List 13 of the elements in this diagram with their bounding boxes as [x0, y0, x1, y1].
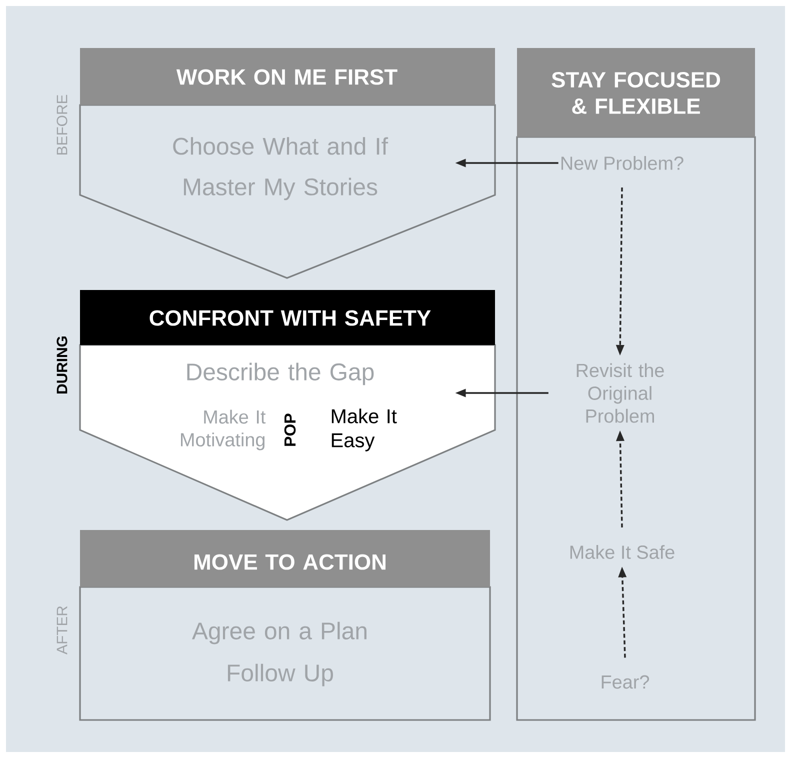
node-label: MOVE TO ACTION — [194, 554, 386, 570]
stage-label: AFTER — [56, 606, 68, 654]
stage-label: DURING — [56, 336, 68, 394]
step-text: Revisit the Original Problem — [576, 363, 664, 423]
node-label: STAY FOCUSED & FLEXIBLE — [552, 72, 720, 114]
chevron-box: WORK ON ME FIRST Choose What and If Master My Stories — [79, 48, 496, 279]
step-text: Make It Safe — [570, 545, 674, 559]
node-label: WORK ON ME FIRST — [176, 69, 398, 85]
node-label: CONFRONT WITH SAFETY — [150, 310, 431, 326]
stage-box: MOVE TO ACTION Agree on a Plan Follow Up — [79, 530, 491, 721]
stage-label: BEFORE — [56, 94, 68, 154]
step-text: New Problem? — [561, 156, 684, 170]
step-text: Fear? — [602, 675, 650, 689]
